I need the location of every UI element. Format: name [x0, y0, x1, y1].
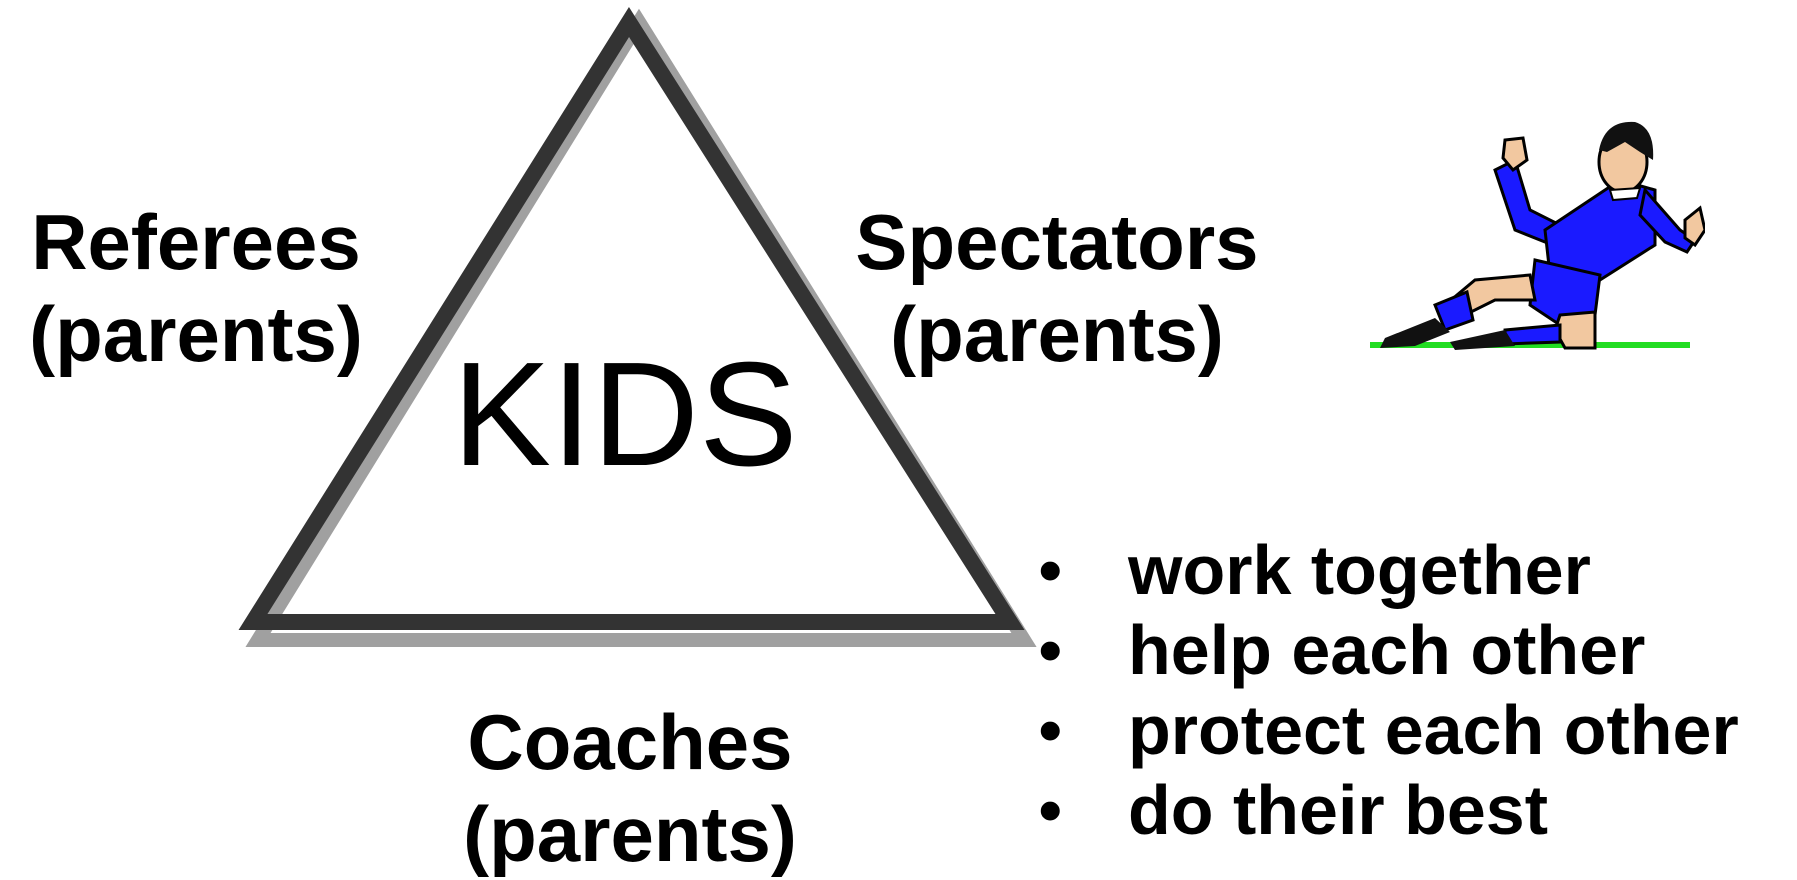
coaches-label: Coaches (parents) — [420, 696, 840, 880]
referees-title: Referees — [31, 198, 361, 286]
bullet-list: • work together • help each other • protect… — [1020, 530, 1739, 850]
bullet-dot: • — [1038, 771, 1063, 849]
spectators-label: Spectators (parents) — [832, 196, 1282, 380]
soccer-player-icon — [1370, 121, 1705, 350]
spectators-title: Spectators — [855, 198, 1259, 286]
bullet-text: help each other — [1128, 611, 1646, 689]
bullet-item: • protect each other — [1020, 690, 1739, 770]
bullet-text: protect each other — [1128, 691, 1739, 769]
bullet-text: do their best — [1128, 771, 1549, 849]
bullet-dot: • — [1038, 611, 1063, 689]
kids-center-label: KIDS — [452, 332, 798, 497]
triangle-outline — [238, 7, 1025, 630]
referees-subtitle: (parents) — [29, 290, 363, 378]
spectators-subtitle: (parents) — [890, 290, 1224, 378]
bullet-dot: • — [1038, 531, 1063, 609]
bullet-item: • do their best — [1020, 770, 1739, 850]
referees-label: Referees (parents) — [4, 196, 388, 380]
bullet-item: • work together — [1020, 530, 1739, 610]
coaches-title: Coaches — [467, 698, 793, 786]
bullet-text: work together — [1128, 531, 1591, 609]
coaches-subtitle: (parents) — [463, 790, 797, 878]
bullet-dot: • — [1038, 691, 1063, 769]
bullet-item: • help each other — [1020, 610, 1739, 690]
